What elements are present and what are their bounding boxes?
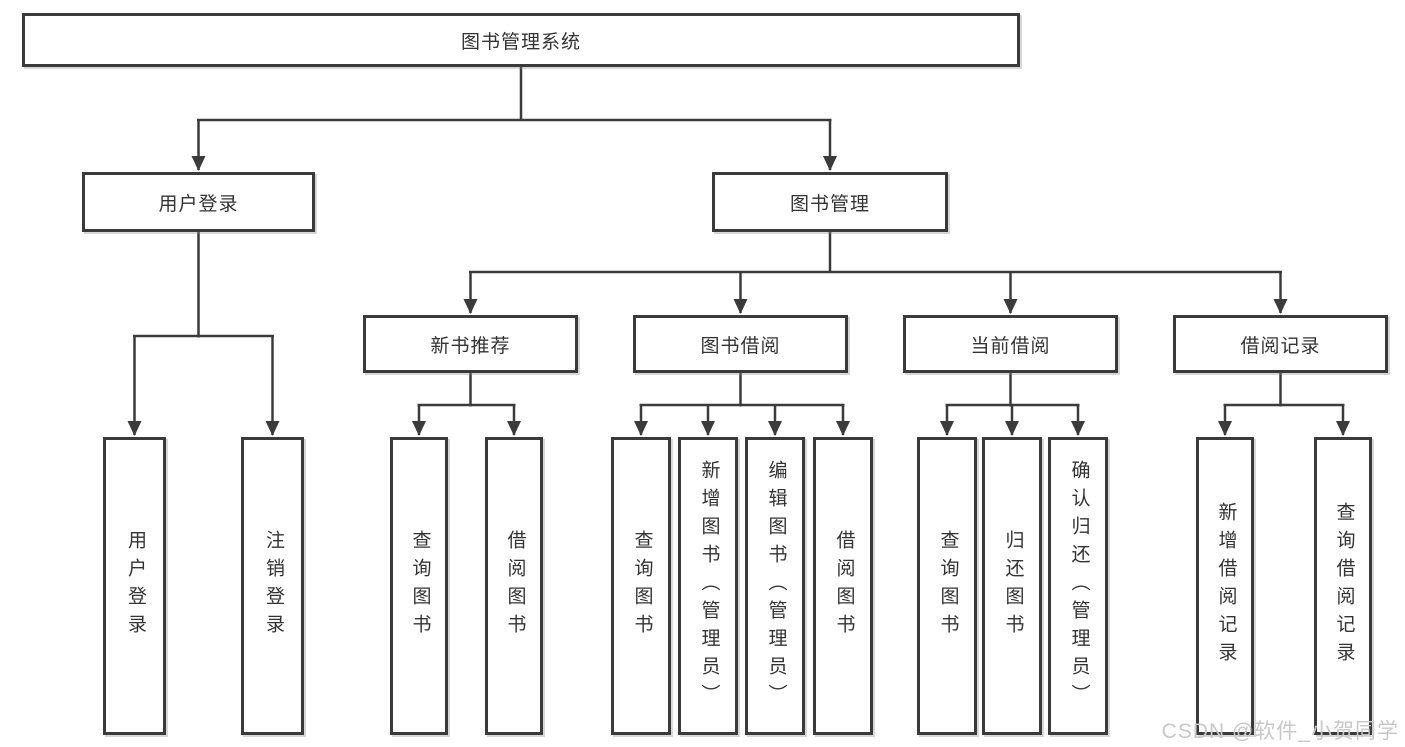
- node-label: 图书借阅: [700, 335, 781, 357]
- node-book-management: 图书管理: [712, 172, 948, 232]
- leaf-add-book-admin: 新增图书（管理员）: [678, 437, 738, 735]
- leaf-add-borrow-record: 新增借阅记录: [1196, 437, 1254, 735]
- node-label: 查询图书: [409, 530, 431, 642]
- node-label: 归还图书: [1002, 530, 1024, 642]
- node-label: 查询图书: [937, 530, 959, 642]
- node-label: 新增借阅记录: [1215, 502, 1237, 670]
- csdn-watermark: CSDN @软件_小贺同学: [1161, 720, 1399, 743]
- node-label: 编辑图书（管理员）: [765, 460, 787, 712]
- leaf-logout: 注销登录: [241, 437, 304, 735]
- leaf-query-books-borrow: 查询图书: [611, 437, 671, 735]
- node-label: 查询图书: [631, 530, 653, 642]
- node-library-management-system: 图书管理系统: [22, 13, 1020, 67]
- leaf-user-login: 用户登录: [103, 437, 166, 735]
- leaf-confirm-return-admin: 确认归还（管理员）: [1048, 437, 1108, 735]
- node-current-borrow: 当前借阅: [903, 315, 1118, 373]
- node-label: 用户登录: [124, 530, 146, 642]
- leaf-query-borrow-record: 查询借阅记录: [1314, 437, 1372, 735]
- leaf-return-book: 归还图书: [982, 437, 1042, 735]
- leaf-query-books-current: 查询图书: [917, 437, 977, 735]
- node-label: 借阅记录: [1240, 335, 1321, 357]
- node-label: 借阅图书: [504, 530, 526, 642]
- node-label: 注销登录: [262, 530, 284, 642]
- node-label: 新书推荐: [430, 335, 511, 357]
- leaf-borrow-books: 借阅图书: [813, 437, 873, 735]
- node-label: 图书管理系统: [460, 31, 581, 53]
- node-label: 查询借阅记录: [1333, 502, 1355, 670]
- node-label: 用户登录: [158, 193, 239, 215]
- node-label: 新增图书（管理员）: [698, 460, 720, 712]
- node-borrow-records: 借阅记录: [1173, 315, 1388, 373]
- node-label: 图书管理: [789, 193, 870, 215]
- node-label: 当前借阅: [970, 335, 1051, 357]
- node-user-login: 用户登录: [82, 172, 315, 232]
- leaf-query-books-recommend: 查询图书: [390, 437, 448, 735]
- leaf-borrow-books-recommend: 借阅图书: [485, 437, 543, 735]
- node-label: 借阅图书: [833, 530, 855, 642]
- node-new-book-recommend: 新书推荐: [363, 315, 578, 373]
- leaf-edit-book-admin: 编辑图书（管理员）: [745, 437, 805, 735]
- node-label: 确认归还（管理员）: [1068, 460, 1090, 712]
- node-book-borrow: 图书借阅: [633, 315, 848, 373]
